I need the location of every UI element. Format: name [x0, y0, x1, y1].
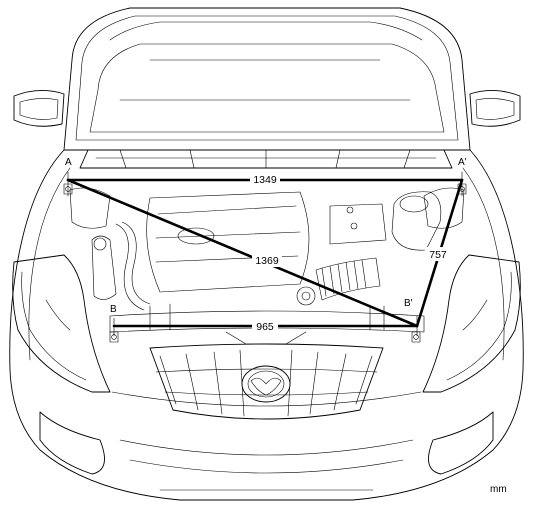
point-label-a-prime: A'	[458, 157, 467, 168]
engine-compartment	[69, 187, 465, 345]
unit-label: mm	[490, 484, 507, 495]
dimension-label-a-prime-b-prime: 757	[429, 249, 447, 261]
point-b-prime-marker	[411, 331, 421, 343]
dimension-labels: 1349 1369 757 965	[250, 172, 451, 333]
open-hood	[63, 7, 471, 151]
car-body-outline	[9, 149, 524, 501]
dimension-label-b-b-prime: 965	[256, 321, 274, 333]
point-label-a: A	[65, 157, 72, 168]
point-label-b-prime: B'	[404, 298, 413, 309]
point-label-b: B	[110, 304, 117, 315]
dimension-label-a-b-prime: 1369	[255, 255, 279, 267]
dimension-line-a-b-prime	[66, 178, 419, 328]
front-grille	[149, 343, 384, 420]
point-labels: A A' B B'	[65, 157, 467, 315]
dimension-label-a-a-prime: 1349	[253, 174, 277, 186]
windshield-cowl	[79, 149, 453, 169]
door-mirrors	[13, 90, 521, 127]
